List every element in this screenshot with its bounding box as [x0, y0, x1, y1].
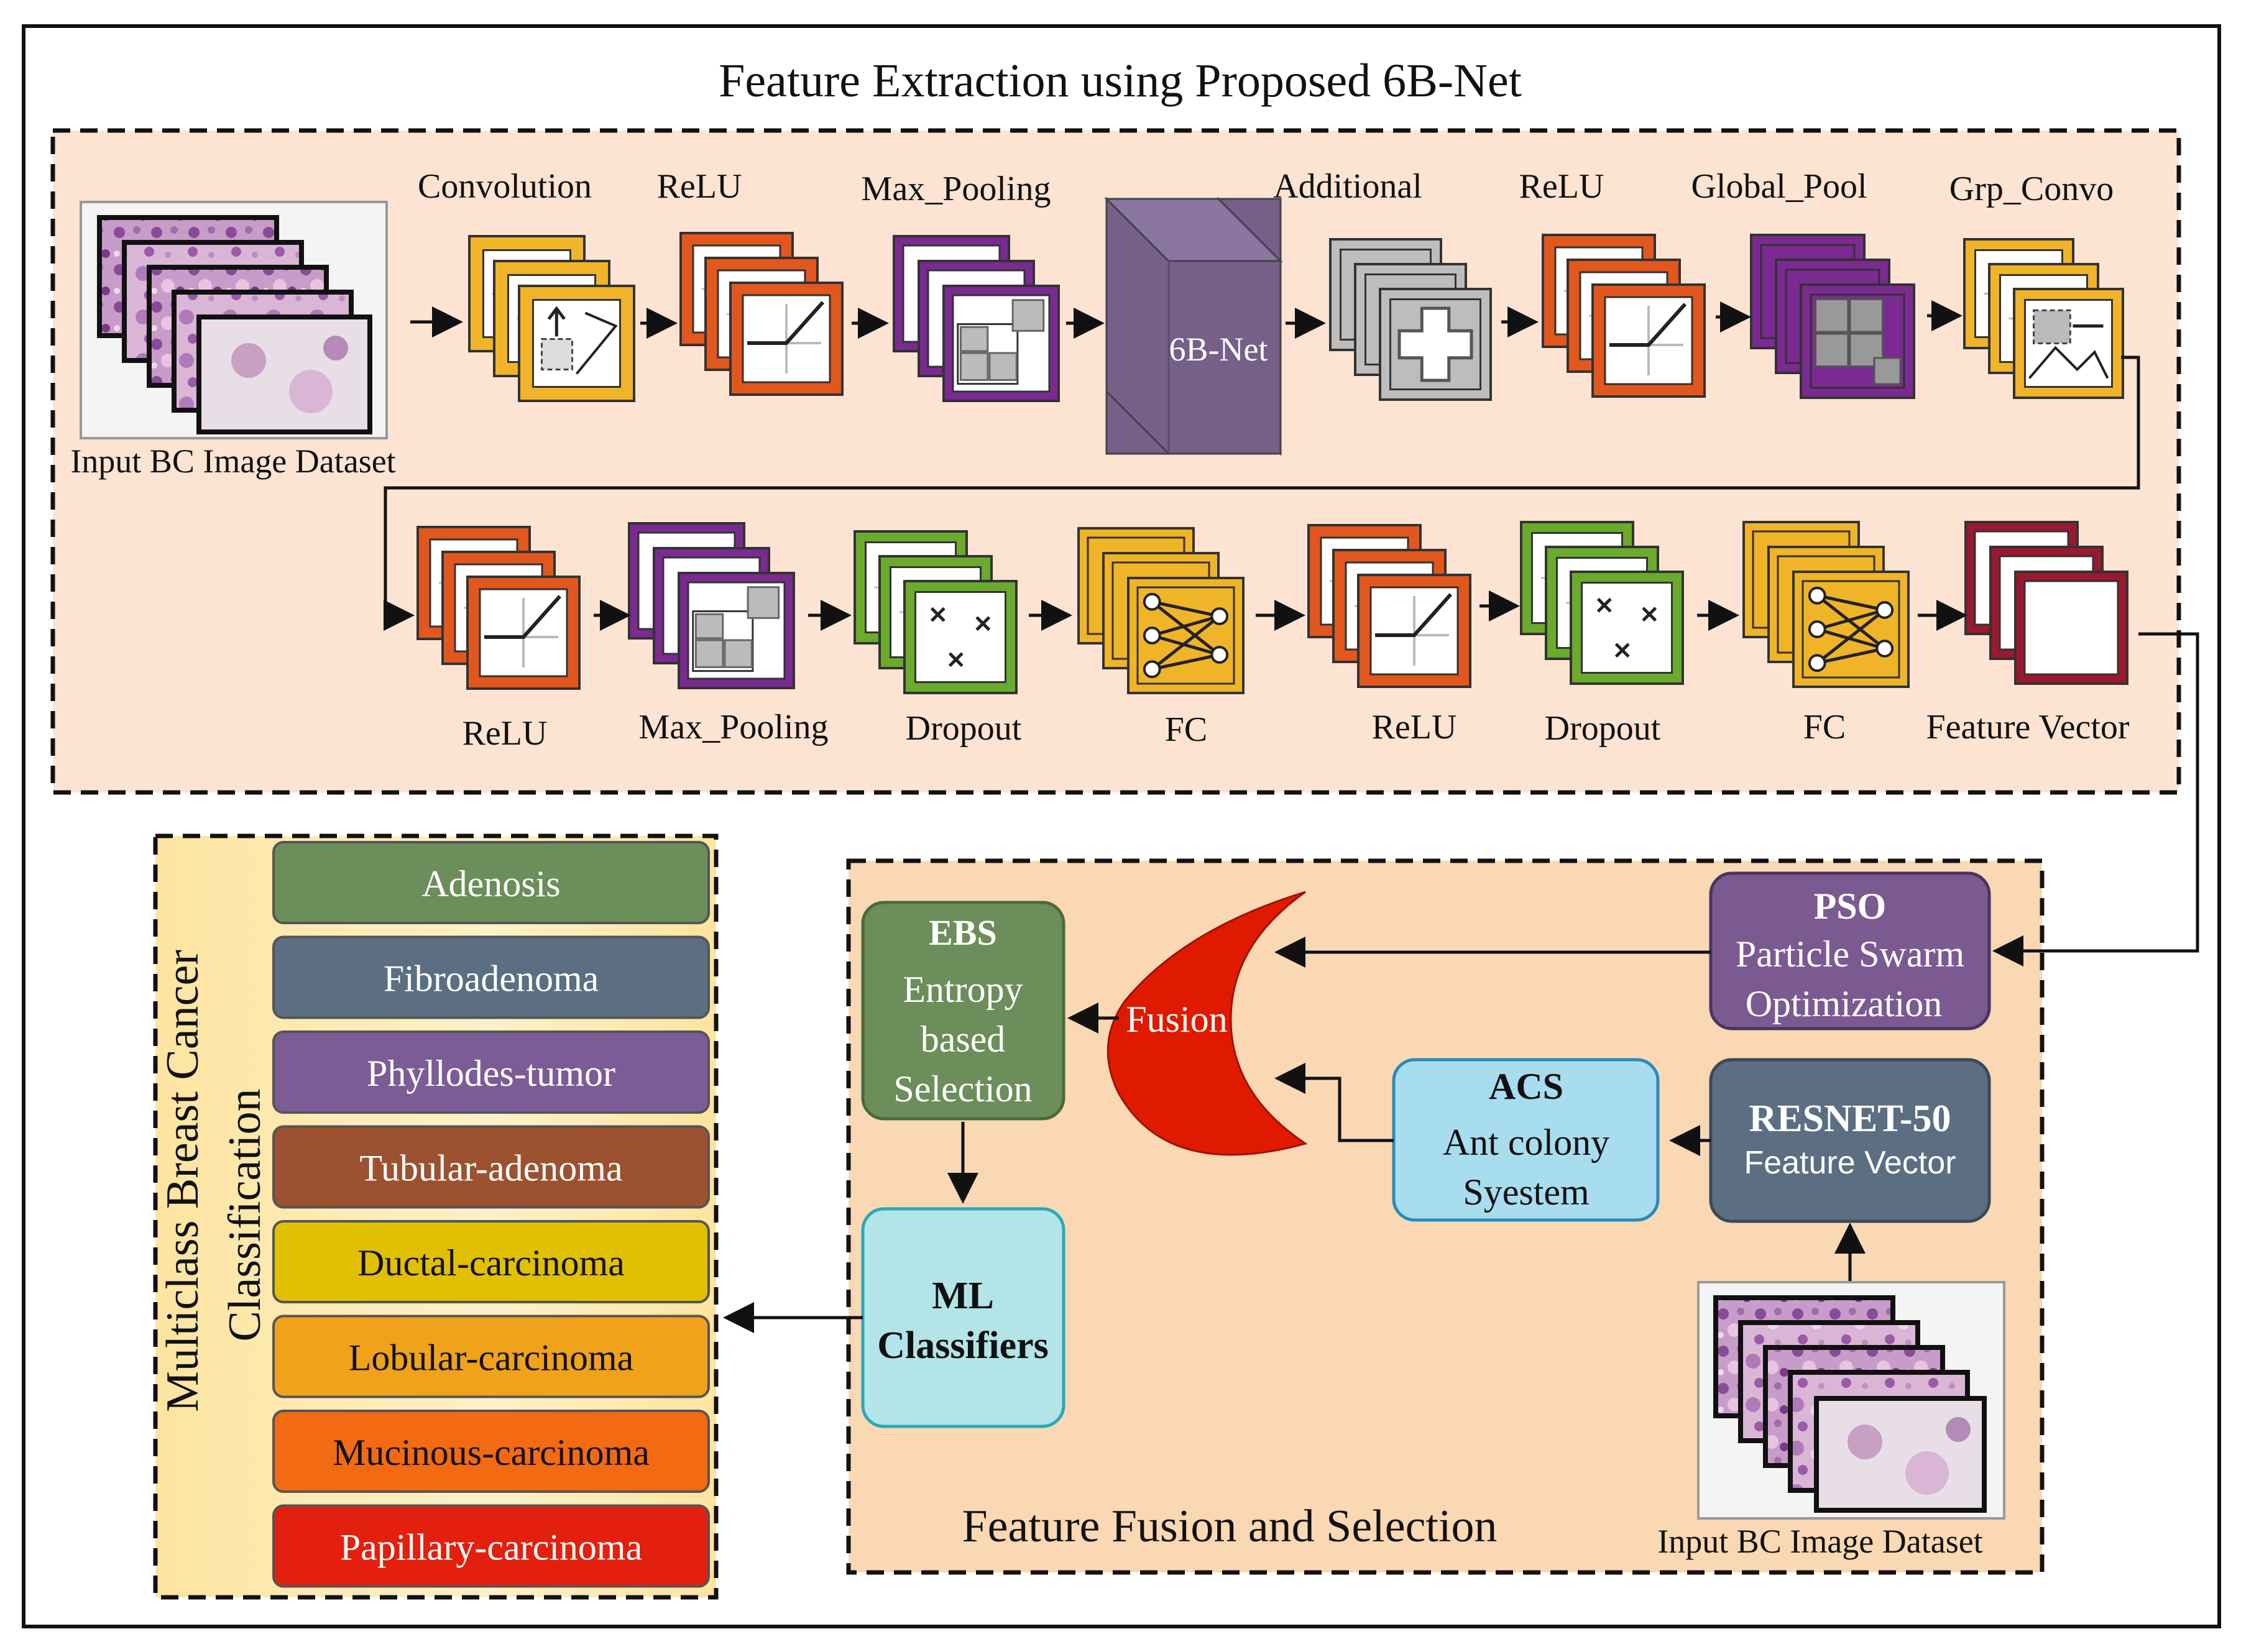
- stack-additional: [1329, 238, 1492, 401]
- row2-label-relu-2: ReLU: [1372, 708, 1457, 746]
- row2-label-dropout: Dropout: [906, 709, 1022, 748]
- row2-label-max-pooling: Max_Pooling: [639, 708, 829, 746]
- class-label-papillary-carcinoma: Papillary-carcinoma: [340, 1527, 642, 1568]
- row1-label-relu: ReLU: [657, 167, 742, 206]
- row1-label-global-pool: Global_Pool: [1691, 167, 1867, 206]
- fusion-shape: [1107, 891, 1308, 1156]
- class-label-phyllodes-tumor: Phyllodes-tumor: [367, 1053, 615, 1094]
- class-box-tubular-adenoma: [272, 1125, 710, 1209]
- row2-label-fc: FC: [1165, 710, 1208, 749]
- class-label-adenosis: Adenosis: [421, 863, 560, 904]
- row1-arrows: [410, 300, 1963, 339]
- row1-label-relu-2: ReLU: [1519, 167, 1604, 206]
- input-dataset-label: Input BC Image Dataset: [70, 443, 395, 480]
- class-list: AdenosisFibroadenomaPhyllodes-tumorTubul…: [272, 841, 710, 1588]
- row1-label-additional: Additional: [1273, 167, 1422, 206]
- outer-frame: [22, 24, 2221, 1628]
- row2-label-fc-2: FC: [1803, 708, 1846, 746]
- stack-dropout: [854, 530, 1018, 694]
- resnet-box: [1709, 1058, 1991, 1223]
- acs-line2: Syestem: [1463, 1172, 1589, 1213]
- stack-dropout-2: [1520, 521, 1684, 685]
- ebs-title: EBS: [929, 912, 997, 953]
- class-box-mucinous-carcinoma: [272, 1410, 710, 1493]
- resnet-line1: Feature Vector: [1744, 1145, 1956, 1181]
- class-box-fibroadenoma: [272, 935, 710, 1019]
- input-dataset-image-stack: [80, 201, 388, 439]
- class-box-papillary-carcinoma: [272, 1504, 710, 1588]
- acs-title: ACS: [1489, 1066, 1563, 1107]
- row-connector: [384, 356, 2140, 631]
- six-b-net-label: 6B-Net: [1169, 331, 1268, 368]
- class-label-fibroadenoma: Fibroadenoma: [384, 958, 599, 999]
- stack-relu-row2: [416, 526, 581, 690]
- ebs-line3: Selection: [893, 1068, 1032, 1109]
- pso-line1: Particle Swarm: [1736, 934, 1964, 975]
- fusion-dataset-label: Input BC Image Dataset: [1657, 1523, 1982, 1560]
- stack-relu-row2-2: [1307, 524, 1471, 688]
- fusion-dataset-image-stack: [1697, 1281, 2005, 1520]
- row2-label-relu: ReLU: [462, 714, 548, 753]
- row2-label-feature-vector: Feature Vector: [1926, 708, 2129, 746]
- ml-classifiers-box: [861, 1207, 1065, 1428]
- row1-label-max-pooling: Max_Pooling: [862, 170, 1051, 208]
- class-label-ductal-carcinoma: Ductal-carcinoma: [357, 1242, 625, 1283]
- row2-label-dropout-2: Dropout: [1545, 709, 1661, 748]
- class-box-phyllodes-tumor: [272, 1030, 710, 1114]
- fusion-panel-title: Feature Fusion and Selection: [962, 1501, 1497, 1552]
- row1-label-convolution: Convolution: [418, 167, 592, 206]
- stack-relu-2: [1542, 234, 1706, 398]
- extraction-title: Feature Extraction using Proposed 6B-Net: [719, 55, 1522, 107]
- six-b-net-block: [1104, 196, 1283, 456]
- layer-stacks: [416, 232, 2128, 694]
- ebs-box: [861, 901, 1065, 1121]
- row2-arrows: [594, 590, 1967, 631]
- stack-relu: [679, 232, 844, 396]
- ebs-line1: Entropy: [903, 969, 1023, 1010]
- classification-title-line2: Classification: [219, 1089, 270, 1342]
- ml-line2: Classifiers: [877, 1324, 1049, 1367]
- stack-feature-vector: [1964, 521, 2128, 685]
- acs-line1: Ant colony: [1443, 1122, 1609, 1163]
- classification-title-line1: Multiclass Breast Cancer: [157, 950, 208, 1412]
- pso-title: PSO: [1814, 886, 1887, 927]
- fusion-arrows: [723, 937, 1866, 1333]
- ebs-line2: based: [921, 1019, 1006, 1060]
- stack-grp-convo: [1963, 238, 2124, 399]
- stack-convolution: [468, 235, 635, 402]
- feature-vector-to-pso: [1992, 632, 2199, 966]
- ml-line1: ML: [932, 1275, 994, 1317]
- class-label-tubular-adenoma: Tubular-adenoma: [359, 1148, 622, 1189]
- stack-fc-2: [1742, 521, 1910, 688]
- class-box-ductal-carcinoma: [272, 1220, 710, 1303]
- class-box-lobular-carcinoma: [272, 1315, 710, 1398]
- class-label-lobular-carcinoma: Lobular-carcinoma: [349, 1338, 634, 1379]
- class-box-adenosis: [272, 841, 710, 924]
- stack-max-pooling-row2: [628, 522, 795, 689]
- stack-fc: [1077, 527, 1245, 694]
- pso-line2: Optimization: [1746, 983, 1943, 1024]
- row1-label-grp-convo: Grp_Convo: [1949, 170, 2114, 208]
- class-label-mucinous-carcinoma: Mucinous-carcinoma: [333, 1432, 650, 1473]
- fusion-label: Fusion: [1126, 999, 1227, 1040]
- stack-max-pooling: [893, 235, 1060, 402]
- stack-global-pool: [1750, 234, 1915, 399]
- resnet-title: RESNET-50: [1749, 1098, 1951, 1140]
